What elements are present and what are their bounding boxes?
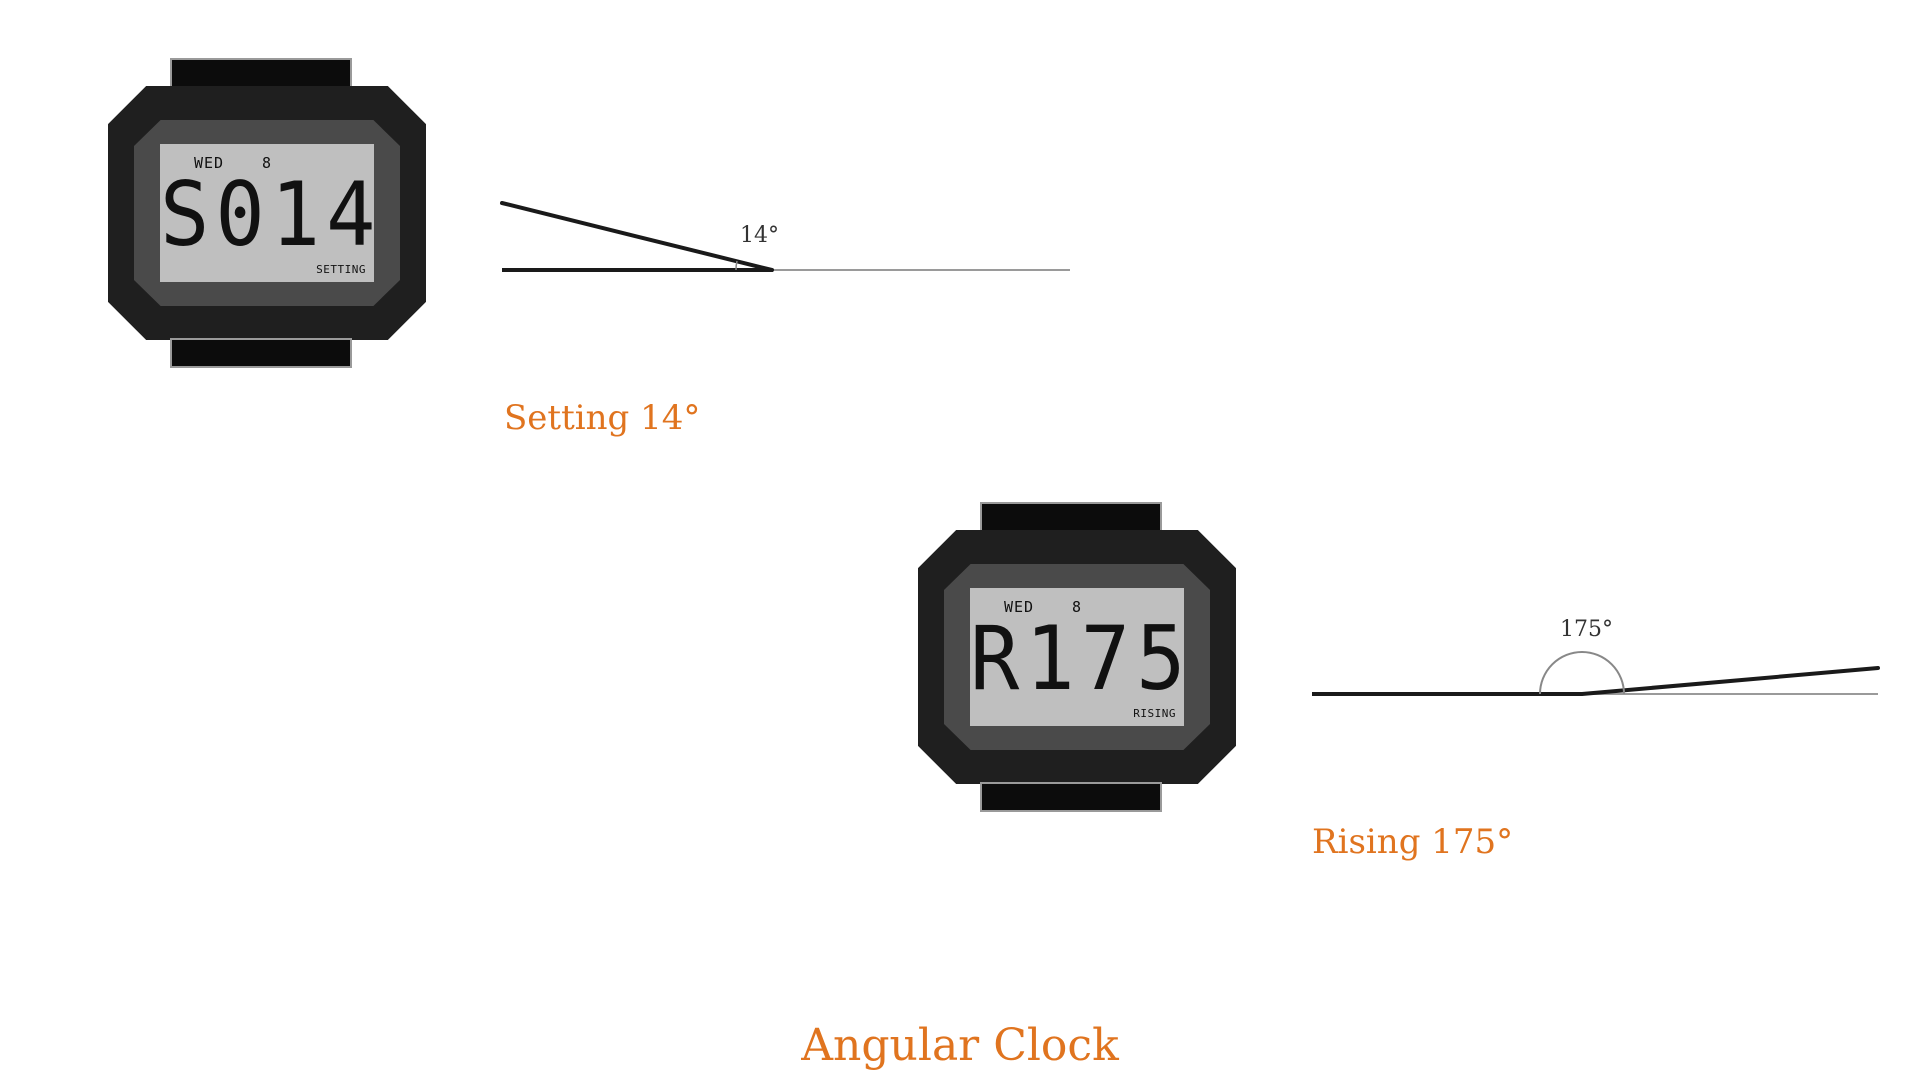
watch-strap-top [980,502,1162,532]
watch-strap-bottom [980,782,1162,812]
lcd-date: 8 [1072,598,1082,616]
lcd-day: WED [1004,598,1035,616]
caption-setting: Setting 14° [504,398,701,438]
angle-diagram-setting: 14° [500,201,1070,272]
watch-rising: WED 8 R175 RISING [918,502,1236,812]
angle-arc [1539,651,1625,695]
angle-arc [735,260,738,271]
watch-strap-top [170,58,352,88]
angle-ray [1580,666,1880,696]
watch-case: WED 8 R175 RISING [918,530,1236,784]
lcd-screen: WED 8 S014 SETTING [160,144,382,282]
watch-setting: WED 8 S014 SETTING [108,58,426,368]
angle-diagram-rising: 175° [1312,617,1880,696]
watch-case: WED 8 S014 SETTING [108,86,426,340]
lcd-screen: WED 8 R175 RISING [970,588,1192,726]
page-title: Angular Clock [801,1020,1119,1071]
lcd-date: 8 [262,154,272,172]
watch-bezel: WED 8 S014 SETTING [134,120,400,306]
lcd-mode: SETTING [316,263,366,276]
lcd-day: WED [194,154,225,172]
watch-bezel: WED 8 R175 RISING [944,564,1210,750]
lcd-mode: RISING [1133,707,1176,720]
angle-ray [500,201,774,272]
lcd-main-readout: R175 [970,607,1192,711]
angle-label: 14° [740,223,779,248]
watch-strap-bottom [170,338,352,368]
angle-label: 175° [1560,617,1613,642]
caption-rising: Rising 175° [1312,822,1514,862]
lcd-main-readout: S014 [160,163,382,267]
